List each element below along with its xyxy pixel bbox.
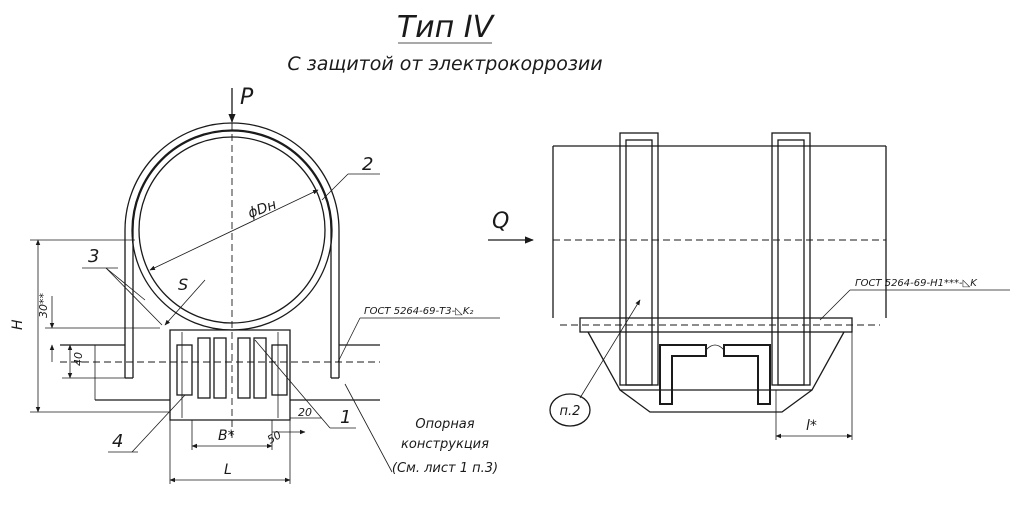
side-view: Q ГОСТ 5264-69-Н1***-◺K п.2 l* xyxy=(488,132,1010,440)
drawing-subtitle: С защитой от электрокоррозии xyxy=(287,53,602,75)
support-note-line1: Опорная xyxy=(415,417,474,432)
dim-l-small-label: l* xyxy=(806,418,817,434)
callout-1: 1 xyxy=(340,407,351,428)
callout-3: 3 xyxy=(88,246,99,267)
support-note-line3: (См. лист 1 п.3) xyxy=(392,461,498,476)
callout-2: 2 xyxy=(362,154,373,175)
support-note-line2: конструкция xyxy=(401,437,489,452)
dim-30-label: 30** xyxy=(37,293,50,318)
thickness-label: S xyxy=(178,275,188,294)
dim-h-label: H xyxy=(10,319,26,330)
left-weld-note: ГОСТ 5264-69-Т3-◺K₂ xyxy=(364,306,473,317)
dim-50-label: 50 xyxy=(265,428,284,446)
diameter-label: ϕDн xyxy=(246,197,279,222)
callout-4: 4 xyxy=(112,431,123,452)
drawing-title: Тип IV xyxy=(397,10,496,45)
dim-20-label: 20 xyxy=(298,406,312,419)
dim-b-label: B* xyxy=(218,428,235,444)
cross-section-view: P ϕDн S xyxy=(10,85,500,484)
item-ref-label: п.2 xyxy=(560,404,581,419)
load-q-label: Q xyxy=(492,209,509,234)
right-weld-note: ГОСТ 5264-69-Н1***-◺K xyxy=(855,278,978,289)
dim-40-label: 40 xyxy=(72,352,85,366)
dim-l-label: L xyxy=(224,462,232,478)
load-p-label: P xyxy=(240,85,254,110)
